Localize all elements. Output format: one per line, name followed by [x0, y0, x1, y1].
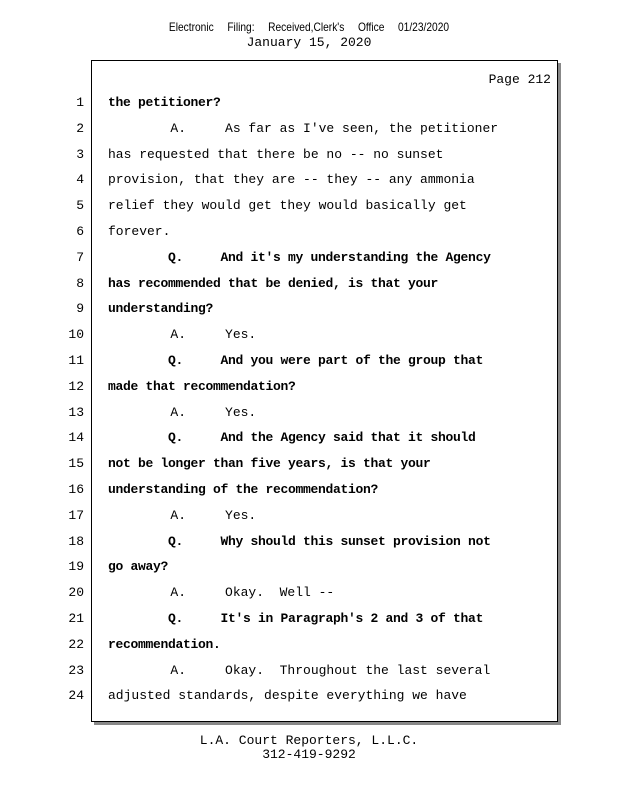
line-number: 4: [76, 172, 84, 188]
transcript-line: A. Okay. Throughout the last several: [108, 662, 491, 678]
line-number: 16: [68, 482, 84, 497]
transcript-line: A. Yes.: [108, 327, 257, 343]
transcript-line: forever.: [108, 224, 171, 239]
transcript-line: understanding?: [108, 301, 214, 317]
line-number: 19: [68, 559, 84, 575]
electronic-filing-stamp: Electronic Filing: Received,Clerk's Office 0…: [46, 20, 571, 34]
transcript-line: Q. It's in Paragraph's 2 and 3 of that: [108, 611, 484, 626]
transcript-line: Q. And it's my understanding the Agency: [108, 249, 491, 265]
filing-date: 01/23/2020: [397, 20, 450, 34]
transcript-line: has requested that there be no -- no sun…: [108, 146, 444, 162]
line-number: 7: [76, 249, 84, 265]
line-number: 17: [68, 507, 84, 523]
line-number: 9: [76, 301, 84, 317]
transcript-line: A. As far as I've seen, the petitioner: [108, 120, 499, 136]
line-number: 10: [68, 327, 84, 343]
transcript-line: the petitioner?: [108, 95, 221, 110]
footer-company: L.A. Court Reporters, L.L.C.: [199, 733, 419, 748]
line-number: 14: [68, 430, 84, 446]
transcript-line: A. Yes.: [108, 507, 257, 523]
transcript-page: Page 212: [91, 60, 558, 722]
line-number: 24: [68, 688, 84, 704]
transcript-line: relief they would get they would basical…: [108, 198, 467, 214]
filing-word: Electronic: [168, 20, 214, 34]
line-number: 15: [68, 456, 84, 472]
line-number: 2: [76, 120, 84, 136]
page-number: Page 212: [488, 72, 551, 87]
line-number: 12: [68, 378, 84, 394]
line-number: 13: [68, 404, 84, 420]
line-number: 11: [68, 353, 84, 368]
transcript-line: go away?: [108, 559, 169, 575]
transcript-line: Q. And you were part of the group that: [108, 353, 484, 368]
transcript-line: Q. Why should this sunset provision not: [108, 533, 491, 549]
transcript-line: A. Okay. Well --: [108, 585, 335, 601]
filing-word: Office: [357, 20, 385, 34]
transcript-line: provision, that they are -- they -- any …: [108, 172, 475, 188]
line-number: 20: [68, 585, 84, 601]
transcript-line: recommendation.: [108, 636, 221, 652]
transcript-line: made that recommendation?: [108, 378, 296, 394]
line-number: 6: [76, 224, 84, 239]
line-number: 18: [68, 533, 84, 549]
line-number: 3: [76, 146, 84, 162]
transcript-line: understanding of the recommendation?: [108, 482, 379, 497]
transcript-line: has recommended that be denied, is that …: [108, 275, 439, 291]
footer-phone: 312-419-9292: [262, 747, 356, 762]
transcript-line: Q. And the Agency said that it should: [108, 430, 476, 446]
line-number: 8: [76, 275, 84, 291]
transcript-line: adjusted standards, despite everything w…: [108, 688, 467, 704]
line-number: 5: [76, 198, 84, 214]
filing-word: Received,Clerk's: [268, 20, 345, 34]
line-number: 1: [76, 95, 84, 110]
filing-word: Filing:: [227, 20, 255, 34]
transcript-date: January 15, 2020: [246, 35, 372, 50]
line-number: 21: [68, 611, 84, 626]
line-number: 23: [68, 662, 84, 678]
transcript-line: A. Yes.: [108, 404, 257, 420]
line-number: 22: [68, 636, 84, 652]
transcript-line: not be longer than five years, is that y…: [108, 456, 431, 472]
